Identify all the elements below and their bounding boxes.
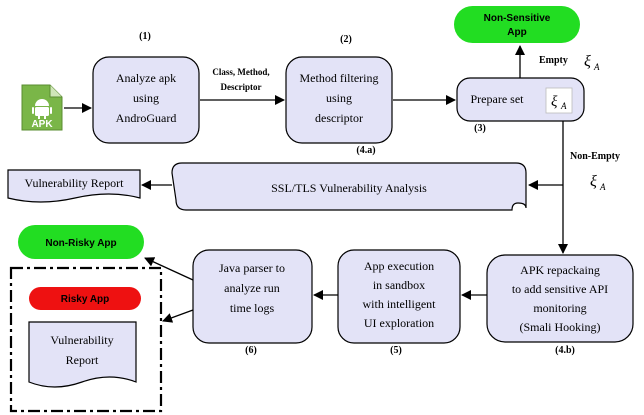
non-sensitive-app-node: Non-Sensitive App [454, 6, 580, 43]
apk-label: APK [31, 119, 53, 130]
step-4a-label: (4.a) [356, 145, 375, 156]
repack-line-2: to add sensitive API [512, 282, 608, 296]
analyze-line-2: using [133, 91, 159, 105]
analyze-line-1: Analyze apk [116, 71, 176, 85]
step-4b-label: (4.b) [555, 345, 575, 356]
edge-label-line-1: Class, Method, [212, 67, 269, 77]
non-empty-xi-subscript: A [599, 182, 606, 192]
arrow-parser-to-risky [162, 309, 194, 323]
empty-label: Empty [539, 55, 568, 66]
filter-line-2: using [326, 91, 352, 105]
repack-line-1: APK repackaing [520, 263, 600, 277]
step-2-label: (2) [340, 34, 352, 45]
vulnerability-report-bottom: Vulnerability Report [28, 321, 137, 388]
repack-line-4: (Smali Hooking) [520, 320, 601, 334]
android-robot-icon [32, 99, 52, 119]
java-parser-box: Java parser to analyze run time logs [192, 249, 313, 344]
method-filtering-box: Method filtering using descriptor [285, 56, 393, 144]
ssl-tls-analysis-box: SSL/TLS Vulnerability Analysis [171, 162, 527, 211]
analyze-apk-box: Analyze apk using AndroGuard [92, 56, 200, 144]
step-1-label: (1) [139, 31, 151, 42]
sandbox-line-1: App execution [364, 259, 434, 273]
prepare-xi-subscript: A [560, 101, 567, 111]
filter-line-1: Method filtering [300, 71, 379, 85]
prepare-label: Prepare set [471, 92, 525, 106]
vulnerability-report-top-label: Vulnerability Report [25, 176, 125, 190]
risky-app-node: Risky App [29, 287, 141, 310]
non-sensitive-line-2: App [507, 27, 526, 38]
sandbox-execution-box: App execution in sandbox with intelligen… [337, 249, 461, 344]
step-5-label: (5) [390, 345, 402, 356]
risky-label: Risky App [61, 294, 110, 305]
apk-repacking-box: APK repackaing to add sensitive API moni… [486, 254, 634, 343]
empty-xi-symbol: ξ [584, 53, 591, 70]
analyze-line-3: AndroGuard [116, 111, 177, 125]
repack-line-3: monitoring [533, 301, 586, 315]
prepare-symbol-frame [545, 87, 573, 114]
non-empty-xi-symbol: ξ [590, 173, 597, 190]
vulnerability-report-top: Vulnerability Report [7, 169, 141, 203]
parser-line-1: Java parser to [219, 261, 285, 275]
sandbox-line-4: UI exploration [364, 316, 434, 330]
ssl-label: SSL/TLS Vulnerability Analysis [271, 181, 427, 195]
step-6-label: (6) [245, 345, 257, 356]
non-risky-label: Non-Risky App [45, 238, 116, 249]
non-risky-app-node: Non-Risky App [18, 225, 144, 259]
parser-line-3: time logs [230, 301, 275, 315]
non-empty-label: Non-Empty [570, 151, 620, 162]
apk-file-icon: APK [21, 84, 63, 131]
parser-line-2: analyze run [224, 281, 280, 295]
sandbox-line-3: with intelligent [363, 297, 437, 311]
step-3-label: (3) [474, 123, 486, 134]
vulnerability-report-bottom-line-1: Vulnerability [50, 333, 113, 347]
vulnerability-report-bottom-line-2: Report [66, 353, 99, 367]
prepare-xi-symbol: ξ [551, 94, 558, 110]
empty-xi-subscript: A [593, 62, 600, 72]
non-sensitive-line-1: Non-Sensitive [484, 13, 551, 24]
filter-line-3: descriptor [315, 111, 363, 125]
sandbox-line-2: in sandbox [373, 278, 425, 292]
arrow-parser-to-non-risky [144, 257, 194, 281]
edge-label-line-2: Descriptor [221, 82, 262, 92]
prepare-set-box: Prepare set ξ A [456, 77, 585, 122]
risky-result-group: Risky App Vulnerability Report [9, 266, 163, 413]
